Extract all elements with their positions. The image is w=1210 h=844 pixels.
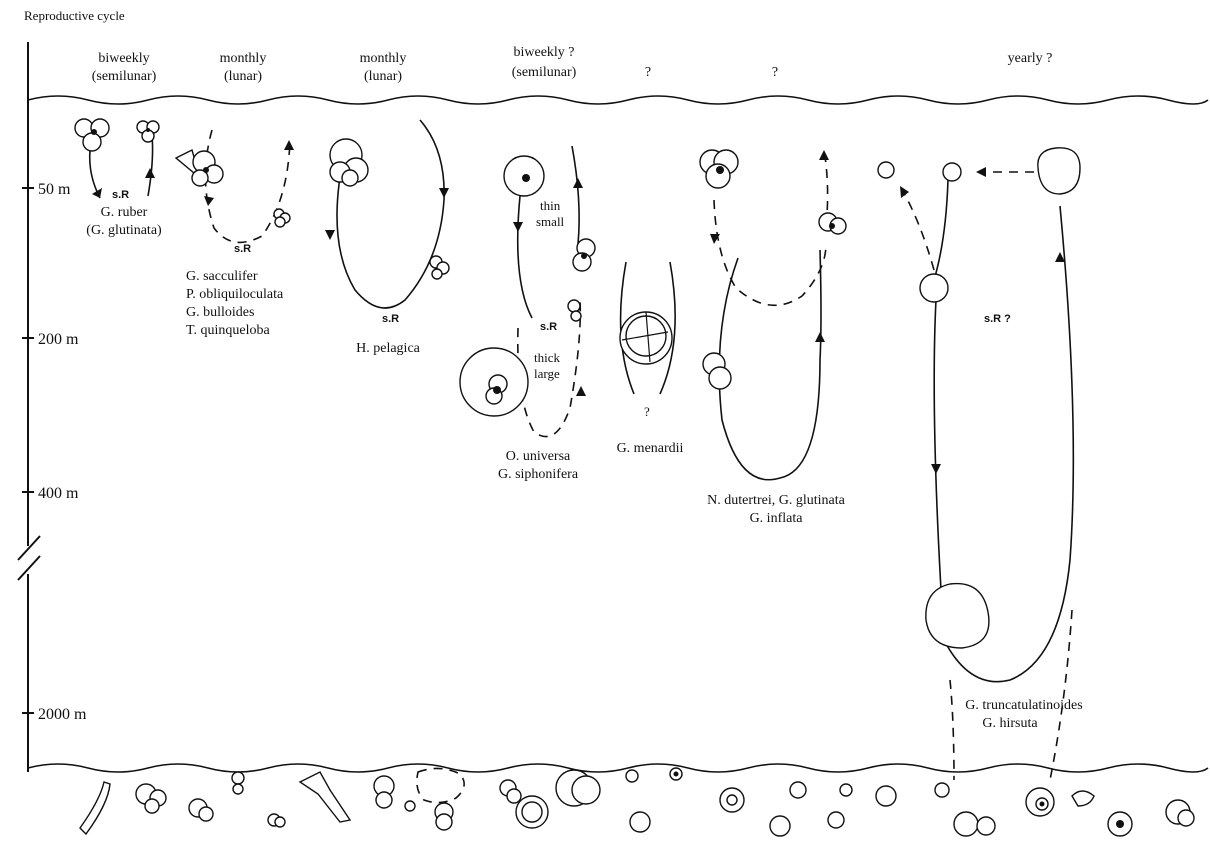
sr-label-ruber: s.R	[112, 189, 129, 201]
species-universa-1: O. universa	[506, 449, 571, 464]
species-dutertrei-2: G. inflata	[750, 511, 804, 526]
cycle-label-4b: (semilunar)	[512, 65, 577, 80]
sr-label-sacculifer: s.R	[234, 243, 251, 255]
depth-label-2000m: 2000 m	[38, 706, 87, 723]
species-universa-2: G. siphonifera	[498, 467, 579, 482]
species-sacculifer-4: T. quinqueloba	[186, 323, 271, 338]
cycle-label-1b: (semilunar)	[92, 69, 157, 84]
sea-floor-line	[28, 764, 1208, 772]
cycle-diagram-ruber	[75, 119, 159, 198]
species-dutertrei-1: N. dutertrei, G. glutinata	[707, 493, 845, 508]
species-menardii: G. menardii	[617, 441, 684, 456]
header-label-line1: Reproductive cycle	[24, 8, 125, 23]
depth-label-400m: 400 m	[38, 485, 79, 502]
species-ruber-1: G. ruber	[101, 205, 148, 220]
cycle-label-2b: (lunar)	[224, 69, 262, 84]
note-thin: thin	[540, 198, 561, 213]
species-ruber-2: (G. glutinata)	[86, 223, 162, 238]
cycle-diagram-pelagica	[325, 120, 449, 308]
note-thick: thick	[534, 350, 560, 365]
species-pelagica: H. pelagica	[356, 341, 421, 356]
cycle-diagram-universa	[460, 146, 595, 437]
cycle-label-3a: monthly	[360, 51, 407, 66]
cycle-diagram-sacculifer	[176, 130, 294, 242]
cycle-label-2a: monthly	[220, 51, 267, 66]
cycle-diagram-menardii	[620, 262, 675, 394]
species-sacculifer-3: G. bulloides	[186, 305, 254, 320]
cycle-label-3b: (lunar)	[364, 69, 402, 84]
note-large: large	[534, 366, 560, 381]
cycle-label-4a: biweekly ?	[513, 45, 574, 60]
depth-label-50m: 50 m	[38, 181, 71, 198]
species-sacculifer-1: G. sacculifer	[186, 269, 258, 284]
cycle-diagram-dutertrei	[700, 150, 846, 480]
species-truncatulinoides-2: G. hirsuta	[982, 716, 1038, 731]
sr-label-pelagica: s.R	[382, 313, 399, 325]
species-sacculifer-2: P. obliquiloculata	[186, 287, 284, 302]
sea-surface-line	[28, 96, 1208, 104]
note-small: small	[536, 214, 565, 229]
cycle-label-1a: biweekly	[98, 51, 149, 66]
species-truncatulinoides-1: G. truncatulatinoides	[965, 698, 1082, 713]
seafloor-sediment-shells	[80, 768, 1194, 836]
depth-label-200m: 200 m	[38, 331, 79, 348]
cycle-diagram-truncatulinoides	[878, 148, 1080, 780]
sr-label-universa: s.R	[540, 321, 557, 333]
cycle-label-5: ?	[645, 65, 651, 80]
cycle-label-6: ?	[772, 65, 778, 80]
sr-label-truncatulinoides: s.R ?	[984, 313, 1011, 325]
note-menardii-question: ?	[644, 404, 650, 419]
cycle-label-7: yearly ?	[1008, 51, 1053, 66]
